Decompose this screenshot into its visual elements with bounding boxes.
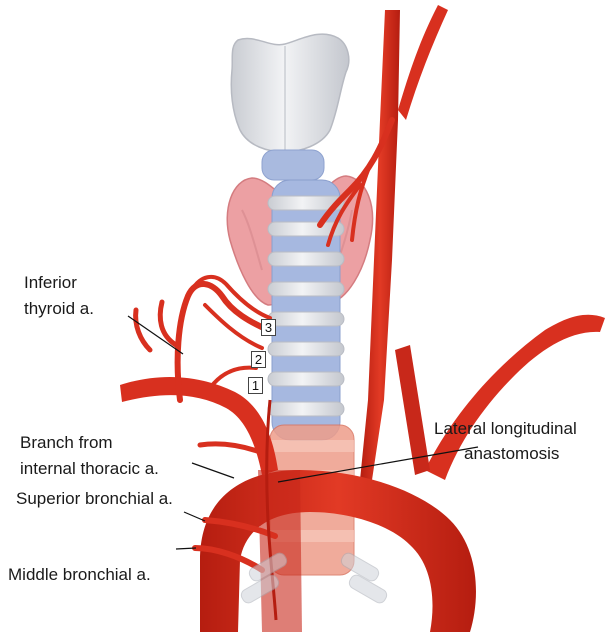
label-middle-bronchial: Middle bronchial a.	[8, 564, 151, 585]
label-branch-internal-thoracic-line1: Branch from	[20, 432, 113, 453]
branch-number-2: 2	[251, 351, 266, 368]
label-inferior-thyroid-line1: Inferior	[24, 272, 77, 293]
trachea	[268, 180, 344, 440]
internal-thoracic-branch	[200, 444, 260, 452]
branch-number-3: 3	[261, 319, 276, 336]
label-branch-internal-thoracic-line2: internal thoracic a.	[20, 458, 159, 479]
thyroid-cartilage	[231, 34, 349, 152]
label-superior-bronchial: Superior bronchial a.	[16, 488, 173, 509]
label-inferior-thyroid-line2: thyroid a.	[24, 298, 94, 319]
external-carotid-artery	[398, 5, 448, 120]
label-lateral-longitudinal-line2: anastomosis	[464, 443, 559, 464]
label-lateral-longitudinal-line1: Lateral longitudinal	[434, 418, 577, 439]
branch-number-1: 1	[248, 377, 263, 394]
cricoid-cartilage	[262, 150, 324, 180]
